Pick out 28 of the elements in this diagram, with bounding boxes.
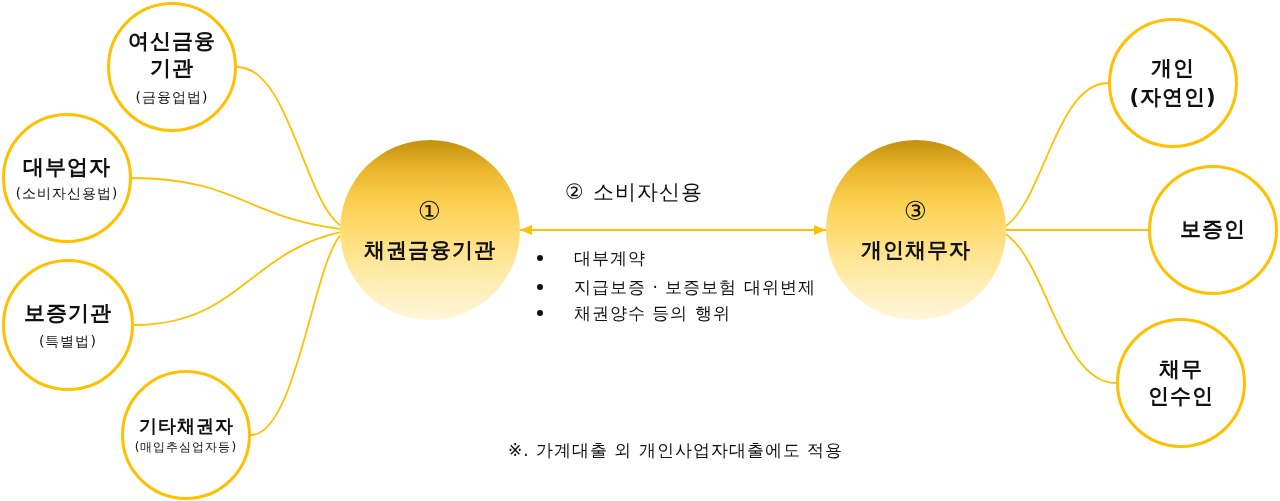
node-subtitle: (특별법) xyxy=(39,331,97,350)
node-title: 채무 인수인 xyxy=(1147,355,1215,410)
node-title: 대부업자 xyxy=(23,153,111,181)
connector-line xyxy=(1005,82,1109,227)
list-item: 채권양수 등의 행위 xyxy=(574,302,731,324)
list-item: 대부계약 xyxy=(574,247,646,269)
node-title: 기타채권자 xyxy=(138,414,234,438)
note-text: ※. 가계대출 외 개인사업자대출에도 적용 xyxy=(508,439,844,461)
callout-number: ③ xyxy=(903,195,929,229)
connector-line xyxy=(236,66,341,227)
node-title: 개인채무자 xyxy=(861,237,971,265)
node-title: 보증기관 xyxy=(24,300,112,328)
connector-line xyxy=(133,231,341,326)
node-title: 보증인 xyxy=(1180,216,1246,244)
connector-line xyxy=(250,234,342,436)
connector-line xyxy=(131,177,341,230)
callout-number: ① xyxy=(417,195,443,229)
node-subtitle: (소비자신용법) xyxy=(15,184,119,203)
node-subtitle: (매입추심업자등) xyxy=(134,440,238,456)
connector-line xyxy=(1005,229,1149,231)
connector-line xyxy=(1005,233,1117,384)
node-title: 여신금융 기관 xyxy=(127,28,217,83)
double-arrow xyxy=(519,225,827,235)
node-title: 채권금융기관 xyxy=(364,237,496,265)
list-item: 지급보증 · 보증보험 대위변제 xyxy=(574,276,816,298)
node-title: 개인 xyxy=(1151,54,1195,82)
node-subtitle: (자연인) xyxy=(1129,84,1217,111)
node-subtitle: (금융업법) xyxy=(135,87,209,106)
